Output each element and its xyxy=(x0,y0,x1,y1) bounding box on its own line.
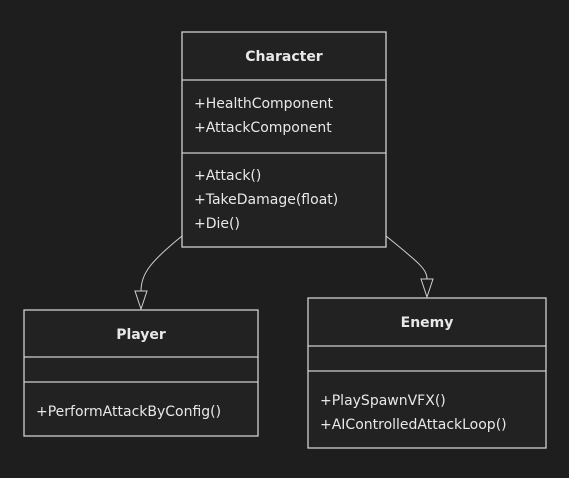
method: +PerformAttackByConfig() xyxy=(36,404,221,420)
edge-enemy-character xyxy=(385,235,434,299)
method: +Attack() xyxy=(194,168,261,184)
method: +Die() xyxy=(194,216,240,232)
class-character[interactable]: Character +HealthComponent +AttackCompon… xyxy=(181,31,387,248)
edge-player-character xyxy=(134,235,183,311)
method: +TakeDamage(float) xyxy=(194,192,338,208)
class-name: Character xyxy=(245,49,323,65)
method: +AIControlledAttackLoop() xyxy=(320,417,507,433)
edge-line xyxy=(140,235,183,292)
edge-line xyxy=(385,235,428,280)
attribute: +HealthComponent xyxy=(194,96,333,112)
inheritance-arrowhead xyxy=(420,278,434,299)
inheritance-arrowhead xyxy=(134,290,148,311)
class-box xyxy=(23,309,259,437)
class-enemy[interactable]: Enemy +PlaySpawnVFX() +AIControlledAttac… xyxy=(307,297,547,449)
class-player[interactable]: Player +PerformAttackByConfig() xyxy=(23,309,259,437)
method: +PlaySpawnVFX() xyxy=(320,393,446,409)
class-box xyxy=(181,31,387,248)
attribute: +AttackComponent xyxy=(194,120,332,136)
class-box xyxy=(307,297,547,449)
class-name: Enemy xyxy=(401,315,454,331)
class-name: Player xyxy=(116,327,166,343)
